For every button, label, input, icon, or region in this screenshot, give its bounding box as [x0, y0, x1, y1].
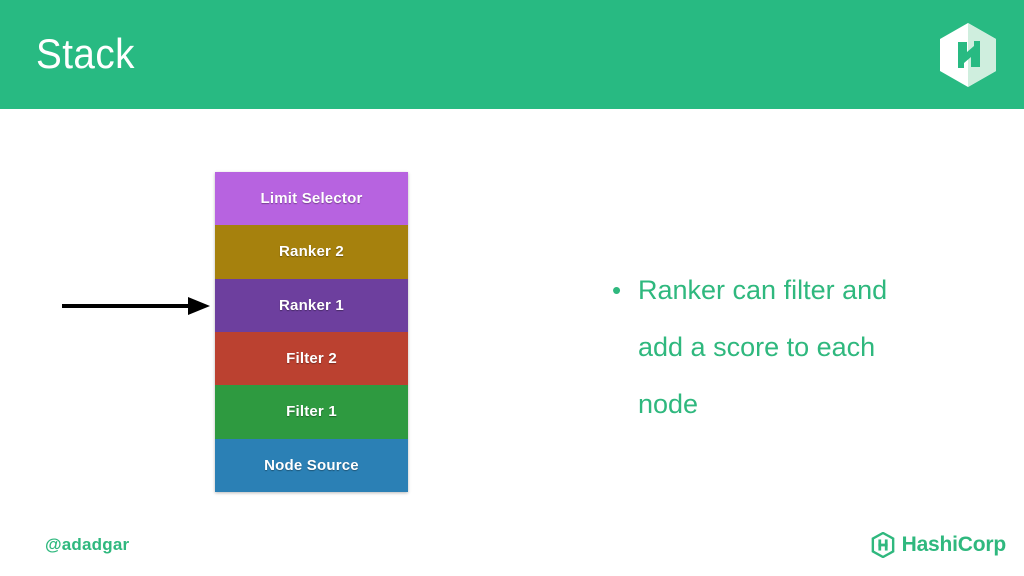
stack-layer-label: Limit Selector — [260, 190, 363, 208]
stack-layer-label: Ranker 1 — [279, 296, 344, 314]
page-title: Stack — [36, 30, 135, 77]
hashicorp-hexagon-icon — [871, 532, 894, 558]
author-handle: @adadgar — [45, 535, 130, 554]
bullet-item-text: Ranker can filter and add a score to eac… — [638, 275, 888, 419]
stack-layer-label: Filter 1 — [286, 403, 337, 421]
scheduler-stack-diagram: Limit Selector Ranker 2 Ranker 1 Filter … — [215, 172, 408, 492]
slide-header: Stack — [0, 0, 1024, 109]
stack-layer-ranker-1[interactable]: Ranker 1 — [215, 278, 408, 332]
stack-layer-label: Node Source — [264, 456, 359, 474]
stack-layer-label: Ranker 2 — [279, 243, 344, 261]
stack-layer-filter-2[interactable]: Filter 2 — [215, 331, 408, 386]
arrow-right-icon — [62, 296, 210, 316]
stack-layer-ranker-2[interactable]: Ranker 2 — [215, 225, 408, 279]
stack-layer-label: Filter 2 — [286, 350, 337, 368]
stack-layer-filter-1[interactable]: Filter 1 — [215, 385, 408, 439]
hashicorp-wordmark: HashiCorp — [901, 533, 1007, 556]
hashicorp-logo: HashiCorp — [871, 532, 1006, 558]
nomad-hexagon-logo — [937, 22, 999, 88]
bullet-list: • Ranker can filter and add a score to e… — [608, 262, 960, 433]
stack-layer-node-source[interactable]: Node Source — [215, 438, 408, 492]
bullet-marker-icon: • — [612, 275, 622, 305]
stack-layer-limit-selector[interactable]: Limit Selector — [215, 172, 408, 226]
